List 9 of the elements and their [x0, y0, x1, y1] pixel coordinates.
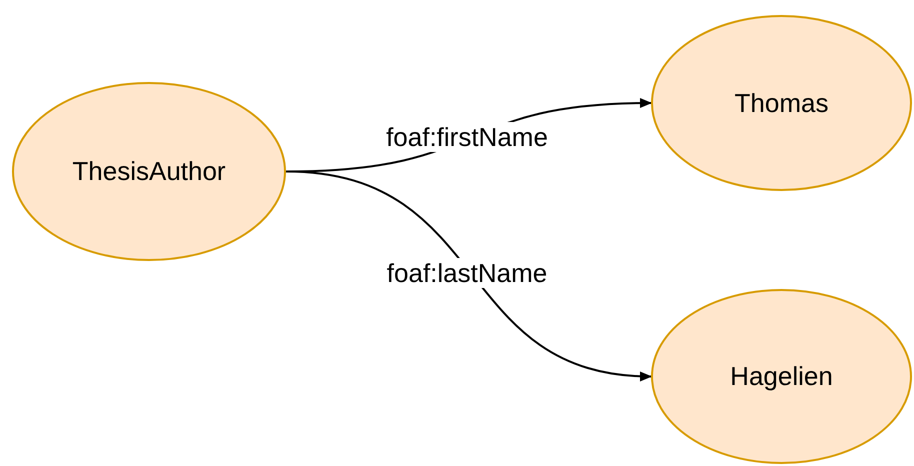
- ellipse-node: [651, 15, 912, 191]
- ellipse-node: [651, 289, 912, 464]
- node-label: Thomas: [734, 86, 828, 120]
- node-label: ThesisAuthor: [72, 155, 226, 188]
- edge-label: foaf:firstName: [384, 122, 550, 152]
- edge-label: foaf:lastName: [384, 258, 550, 288]
- ellipse-node: [12, 82, 286, 261]
- node-label: Hagelien: [730, 360, 833, 393]
- arrow: [286, 170, 652, 380]
